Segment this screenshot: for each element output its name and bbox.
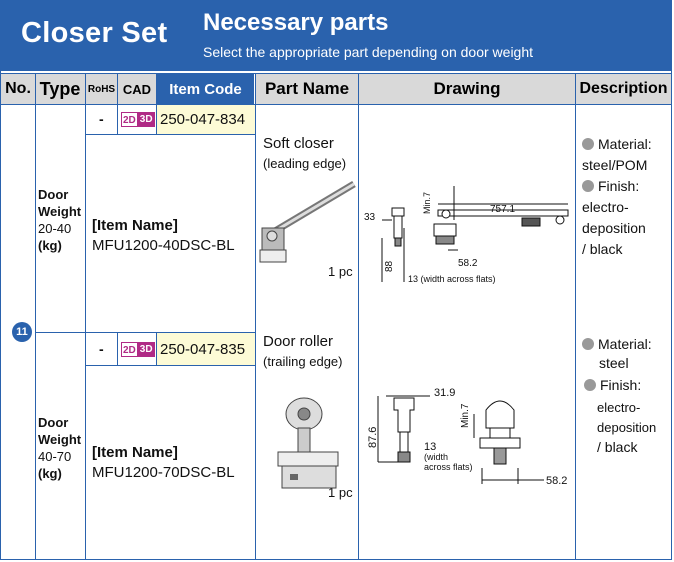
divider-cad-row1	[156, 105, 157, 134]
col-header-no: No.	[1, 74, 35, 104]
dim-58-2: 58.2	[458, 258, 478, 269]
soft-closer-drawing: 33 Min.7 757.1 58.2 88 13 (width across …	[364, 186, 569, 284]
item-name-label: [Item Name]	[92, 444, 178, 461]
dim-88: 88	[384, 260, 395, 272]
dim-13: 13	[424, 441, 436, 453]
col-header-part-name: Part Name	[256, 74, 358, 104]
dim-flats: across flats)	[424, 462, 473, 472]
desc-material-value: steel/POM	[582, 157, 648, 173]
desc-finish-value-2: deposition	[582, 220, 646, 236]
desc-finish-value-3: / black	[582, 241, 623, 257]
dim-width: (width	[424, 452, 448, 462]
cad-2d-label: 2D	[121, 112, 138, 127]
cad-3d-label: 3D	[137, 342, 155, 357]
dim-min7: Min.7	[460, 403, 471, 428]
divider-rohs-header	[117, 74, 118, 104]
desc-finish: Finish:	[582, 177, 639, 196]
page-title: Necessary parts	[203, 9, 389, 36]
col-header-drawing: Drawing	[359, 74, 575, 104]
dim-flats: 13 (width across flats)	[408, 274, 496, 284]
col-header-description: Description	[576, 74, 671, 104]
divider-type	[85, 74, 86, 560]
col-header-type: Type	[35, 74, 85, 104]
desc-material: Material:	[582, 135, 652, 154]
bullet-icon	[582, 138, 594, 150]
col-header-item-code: Item Code	[157, 74, 254, 104]
divider-no	[35, 74, 36, 560]
quantity: 1 pc	[328, 264, 353, 279]
dim-min7: Min.7	[422, 192, 432, 214]
divider-rohs-row1	[117, 105, 118, 134]
cad-2d-label: 2D	[121, 342, 138, 357]
dim-87-6: 87.6	[367, 427, 379, 448]
desc-finish-value-1: electro-	[582, 199, 629, 215]
type-label: Door	[38, 415, 69, 430]
section-title-banner: Closer Set	[1, 1, 194, 71]
item-name-label: [Item Name]	[92, 217, 178, 234]
item-code[interactable]: 250-047-835	[160, 341, 246, 358]
divider-part-name	[358, 74, 359, 560]
dim-33: 33	[364, 212, 376, 223]
divider-drawing	[575, 74, 576, 560]
soft-closer-illustration	[259, 180, 356, 263]
section-title: Closer Set	[21, 17, 168, 49]
item-name: MFU1200-70DSC-BL	[92, 464, 235, 481]
divider-rohs-row2	[117, 333, 118, 365]
item-name: MFU1200-40DSC-BL	[92, 237, 235, 254]
part-name-note: (leading edge)	[263, 156, 347, 171]
quantity: 1 pc	[328, 485, 353, 500]
type-label-weight: Weight	[38, 204, 82, 219]
cad-3d-label: 3D	[137, 112, 155, 127]
part-name-note: (trailing edge)	[263, 354, 343, 369]
col-header-cad: CAD	[118, 74, 156, 104]
col-header-rohs: RoHS	[86, 74, 117, 104]
dim-58-2: 58.2	[546, 475, 567, 487]
desc-material-value: steel	[599, 355, 629, 371]
desc-finish-value-2: deposition	[597, 420, 657, 435]
divider-cad-row2	[156, 333, 157, 365]
weight-unit: (kg)	[38, 238, 62, 253]
page-header: Necessary parts Select the appropriate p…	[194, 1, 671, 71]
row1-code-rule	[86, 134, 255, 135]
type-label-weight: Weight	[38, 432, 82, 447]
door-roller-drawing: 31.9 Min.7 87.6 13 (width across flats) …	[367, 387, 567, 487]
page-subtitle: Select the appropriate part depending on…	[203, 44, 534, 60]
row-separator	[36, 332, 255, 333]
item-code[interactable]: 250-047-834	[160, 111, 246, 128]
dim-31-9: 31.9	[434, 387, 455, 399]
bullet-icon	[582, 180, 594, 192]
desc-finish: Finish:	[584, 376, 641, 395]
part-name: Soft closer	[263, 135, 334, 152]
header-top-rule	[1, 73, 671, 74]
desc-finish-value-1: electro-	[597, 400, 641, 415]
part-name: Door roller	[263, 333, 334, 350]
desc-finish-value-3: / black	[597, 439, 638, 455]
row-number-badge: 11	[12, 322, 32, 342]
weight-range: 20-40	[38, 221, 72, 236]
door-roller-illustration	[277, 397, 339, 489]
divider-cad-header	[156, 74, 157, 104]
divider-item-code	[255, 74, 256, 560]
dim-757: 757.1	[490, 204, 515, 215]
bullet-icon	[582, 338, 594, 350]
header-bottom-rule	[1, 104, 671, 105]
type-label: Door	[38, 187, 69, 202]
rohs-value: -	[99, 111, 104, 127]
bullet-icon	[584, 379, 596, 391]
rohs-value: -	[99, 341, 104, 357]
weight-range: 40-70	[38, 449, 72, 464]
item-code-highlight	[157, 105, 255, 134]
row2-code-rule	[86, 365, 255, 366]
weight-unit: (kg)	[38, 466, 62, 481]
desc-material: Material:	[582, 335, 652, 354]
item-code-highlight	[157, 333, 255, 365]
